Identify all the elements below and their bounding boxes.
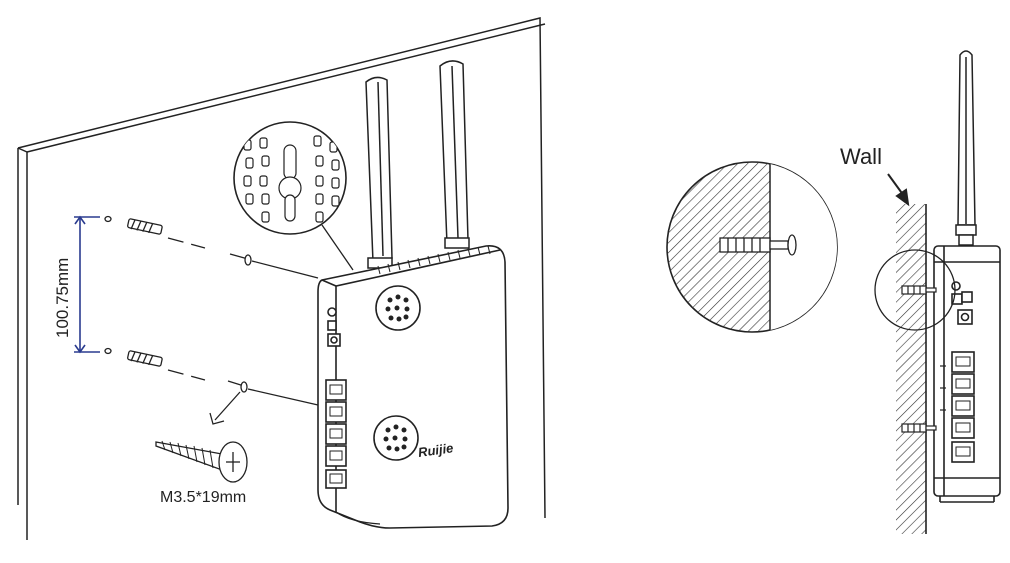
- screw-spec-label: M3.5*19mm: [160, 489, 246, 506]
- vent-bottom: [373, 415, 419, 461]
- wall-label: Wall: [840, 144, 882, 169]
- router-side-view: [933, 245, 1001, 503]
- screw-icon: [227, 380, 248, 393]
- dimension-label: 100.75mm: [53, 258, 72, 338]
- upper-mounting-set: [104, 215, 319, 279]
- screw-detail: [155, 440, 248, 483]
- vent-top: [375, 285, 421, 331]
- keyhole-grid: [243, 135, 340, 223]
- side-buttons: [327, 307, 341, 347]
- pointer-arrow: [209, 391, 241, 425]
- dimension-indicator: [74, 215, 100, 354]
- wall-anchor-icon: [719, 234, 797, 256]
- wall-anchor-icon: [901, 423, 937, 433]
- keyhole-icon: [278, 144, 302, 222]
- side-ethernet-ports: [951, 351, 975, 463]
- left-illustration: 100.75mm: [17, 17, 546, 540]
- antenna-right: [439, 60, 470, 249]
- router-device: [317, 245, 509, 529]
- wall-anchor-icon: [127, 218, 163, 235]
- brand-logo-text: Ruijie: [417, 440, 454, 460]
- small-detail-circle: [874, 249, 956, 331]
- right-illustration: Wall: [666, 50, 1001, 534]
- side-antenna: [955, 50, 977, 246]
- ethernet-ports: [325, 379, 347, 489]
- screw-icon: [229, 253, 252, 266]
- lower-mounting-set: [104, 347, 319, 406]
- wall-anchor-icon: [127, 350, 163, 367]
- wall-section: [896, 204, 927, 534]
- wall-arrow: [887, 173, 910, 207]
- anchor-detail: [666, 161, 838, 333]
- antenna-left: [365, 76, 393, 269]
- wall-panel: [17, 17, 546, 540]
- keyhole-detail: [233, 121, 354, 271]
- wall-anchor-icon: [901, 285, 937, 295]
